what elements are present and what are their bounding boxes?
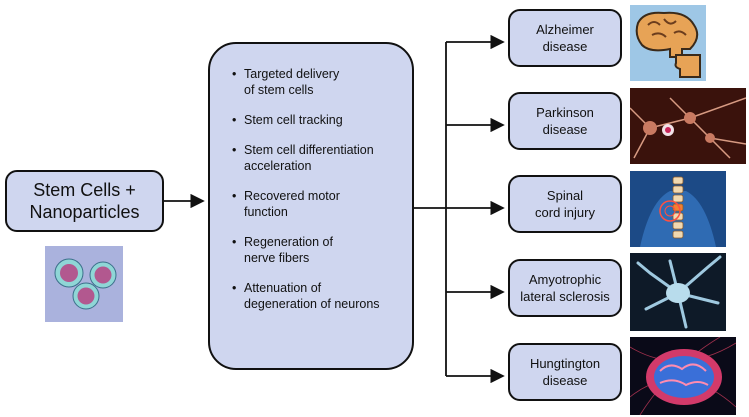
glowing-brain-icon xyxy=(630,337,736,415)
cells-icon xyxy=(54,258,117,310)
benefit-text: Attenuation of degeneration of neurons xyxy=(244,281,380,311)
benefit-text: Targeted delivery of stem cells xyxy=(244,67,340,97)
bullet: • xyxy=(232,143,237,157)
stem-cells-illustration xyxy=(45,246,123,322)
disease-label: Parkinson disease xyxy=(536,105,594,137)
benefit-text: Stem cell differentiation acceleration xyxy=(244,143,374,173)
bullet: • xyxy=(232,281,237,295)
bullet: • xyxy=(232,189,237,203)
benefit-text: Stem cell tracking xyxy=(244,113,343,127)
source-line2: Nanoparticles xyxy=(29,202,140,222)
benefit-item: • Recovered motor function xyxy=(232,188,402,220)
benefit-item: • Stem cell differentiation acceleration xyxy=(232,142,402,174)
disease-label: Amyotrophic lateral sclerosis xyxy=(520,272,610,304)
source-line1: Stem Cells + xyxy=(33,180,136,200)
benefits-box: • Targeted delivery of stem cells • Stem c… xyxy=(208,42,414,370)
stem-cells-nanoparticles-box: Stem Cells + Nanoparticles xyxy=(5,170,164,232)
bullet: • xyxy=(232,235,237,249)
benefit-item: • Targeted delivery of stem cells xyxy=(232,66,402,98)
disease-box-als: Amyotrophic lateral sclerosis xyxy=(508,259,622,317)
disease-box-parkinson: Parkinson disease xyxy=(508,92,622,150)
disease-box-alzheimer: Alzheimer disease xyxy=(508,9,622,67)
disease-label: Alzheimer disease xyxy=(536,22,594,54)
benefit-text: Recovered motor function xyxy=(244,189,340,219)
disease-label: Spinal cord injury xyxy=(535,188,595,220)
bullet: • xyxy=(232,67,237,81)
disease-box-spinal: Spinal cord injury xyxy=(508,175,622,233)
disease-label: Hungtington disease xyxy=(529,356,601,388)
motor-neuron-icon xyxy=(630,253,726,331)
alzheimer-puzzle-brain-icon xyxy=(630,5,706,81)
spine-injury-icon xyxy=(630,171,726,247)
disease-box-huntington: Hungtington disease xyxy=(508,343,622,401)
benefit-text: Regeneration of nerve fibers xyxy=(244,235,333,265)
benefit-item: • Regeneration of nerve fibers xyxy=(232,234,402,266)
benefit-item: • Attenuation of degeneration of neurons xyxy=(232,280,402,312)
bullet: • xyxy=(232,113,237,127)
benefit-item: • Stem cell tracking xyxy=(232,112,402,128)
neuron-network-icon xyxy=(630,88,746,164)
